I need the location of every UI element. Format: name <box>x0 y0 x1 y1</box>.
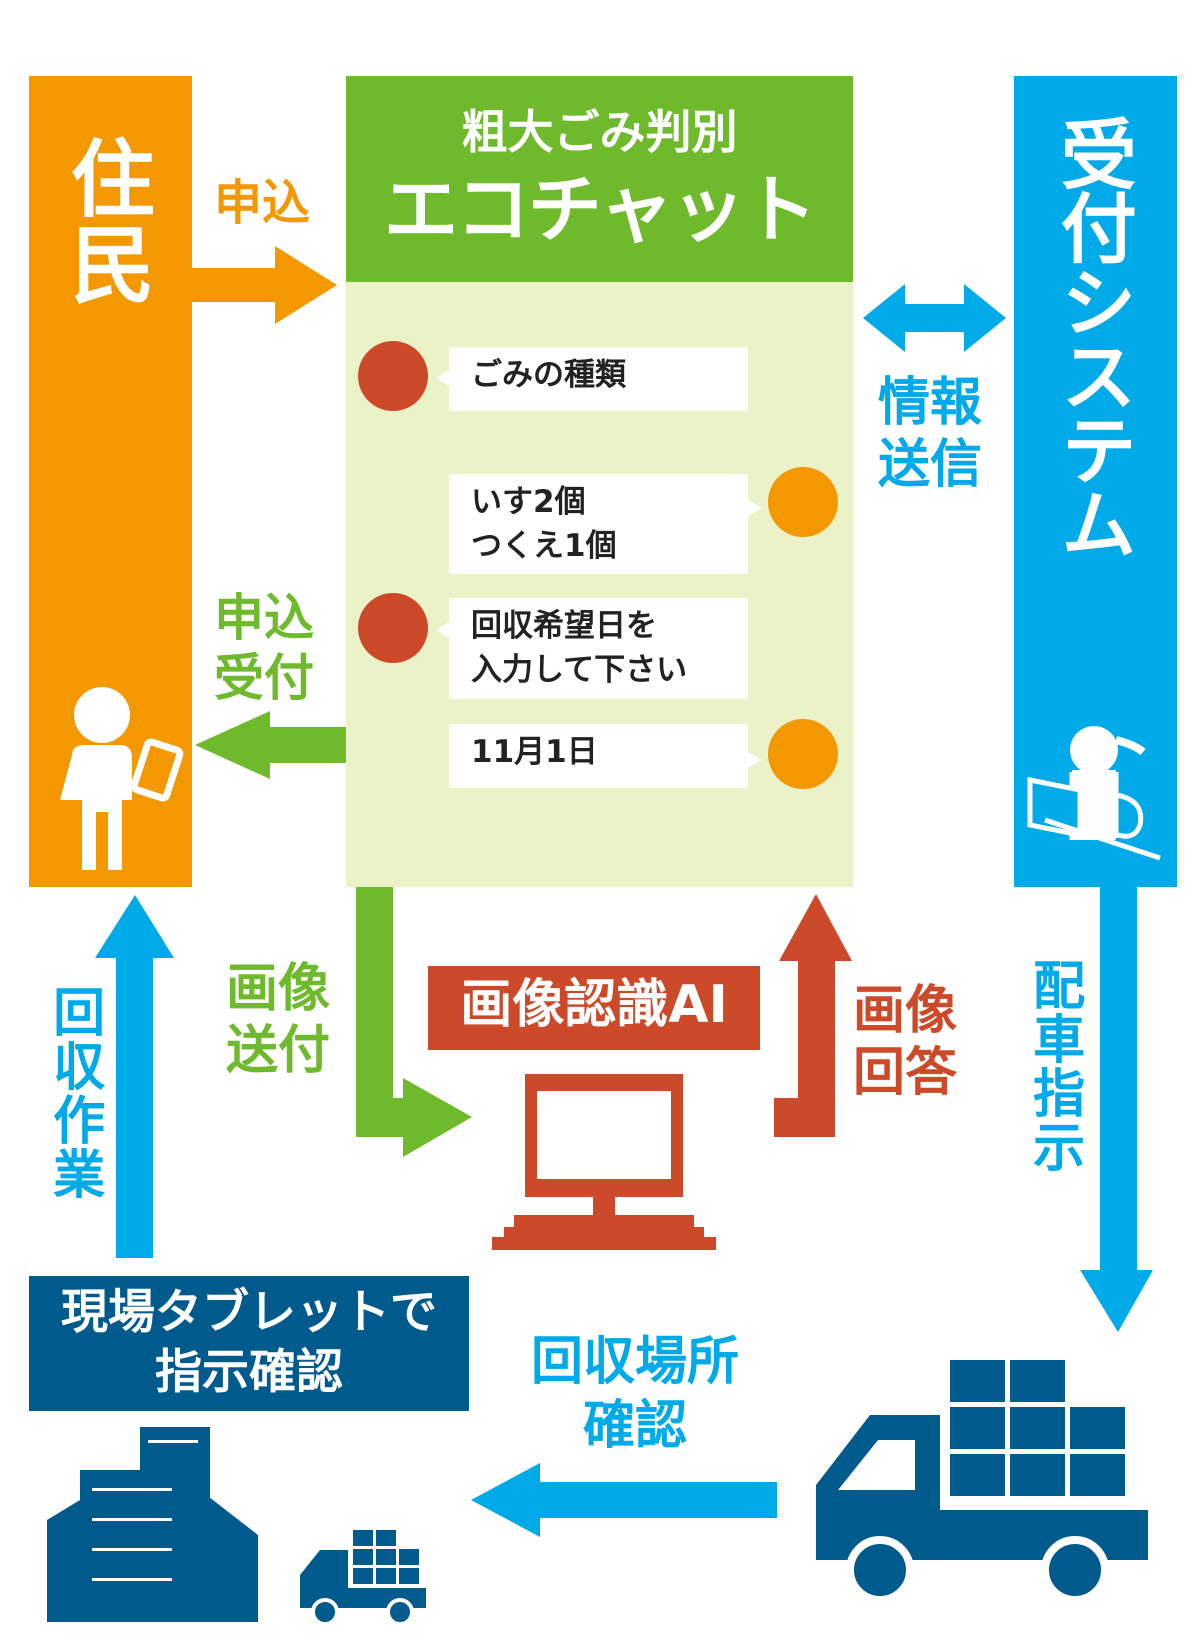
field-line1: 現場タブレットで <box>61 1285 437 1340</box>
apply-label: 申込 <box>214 175 311 231</box>
system-title: 受付システム <box>1047 115 1137 559</box>
small-truck-icon <box>300 1530 426 1626</box>
dispatch-arrow <box>1080 887 1153 1332</box>
computer-icon <box>492 1074 716 1250</box>
operator-icon <box>1027 726 1161 861</box>
image-send-label: 画像 送付 <box>226 959 331 1081</box>
resident-title: 住民 <box>57 135 156 307</box>
chat-message: 回収希望日を 入力して下さい <box>449 598 748 699</box>
apply-accept-arrow <box>195 711 346 779</box>
chat-message-text: 回収希望日を 入力して下さい <box>471 608 688 688</box>
ai-label-box <box>428 966 760 1050</box>
info-send-label: 情報 送信 <box>878 373 983 495</box>
location-check-arrow <box>471 1463 777 1537</box>
image-answer-label: 画像 回答 <box>853 981 958 1103</box>
chat-message: いす2個 つくえ1個 <box>449 474 748 574</box>
chat-message-text: 11月1日 <box>471 734 598 770</box>
apply-accept-label: 申込 受付 <box>214 589 314 707</box>
image-send-arrow <box>356 887 472 1157</box>
apply-arrow <box>192 246 337 324</box>
chat-title: エコチャット <box>383 167 817 253</box>
dispatch-label: 配車指示 <box>1023 958 1084 1174</box>
chat-message-text: ごみの種類 <box>471 357 626 393</box>
bot-dot <box>358 341 428 411</box>
image-answer-arrow <box>774 894 852 1137</box>
chat-subtitle: 粗大ごみ判別 <box>461 105 738 159</box>
truck-icon <box>816 1360 1148 1604</box>
user-dot <box>768 719 838 789</box>
user-dot <box>768 467 838 537</box>
chat-message-text: いす2個 つくえ1個 <box>471 484 617 564</box>
chat-message: ごみの種類 <box>449 347 748 411</box>
field-line2: 指示確認 <box>155 1345 343 1400</box>
chat-message: 11月1日 <box>449 724 748 788</box>
ai-title: 画像認識AI <box>460 975 728 1035</box>
collection-work-label: 回収作業 <box>43 985 104 1201</box>
location-check-label: 回収場所 確認 <box>530 1332 739 1456</box>
person-with-tablet-icon <box>60 687 184 870</box>
bot-dot <box>358 593 428 663</box>
info-send-arrow <box>863 284 1006 352</box>
chat-header <box>346 76 853 282</box>
collection-work-arrow <box>95 895 174 1258</box>
field-box <box>29 1276 469 1411</box>
building-icon <box>47 1427 258 1622</box>
